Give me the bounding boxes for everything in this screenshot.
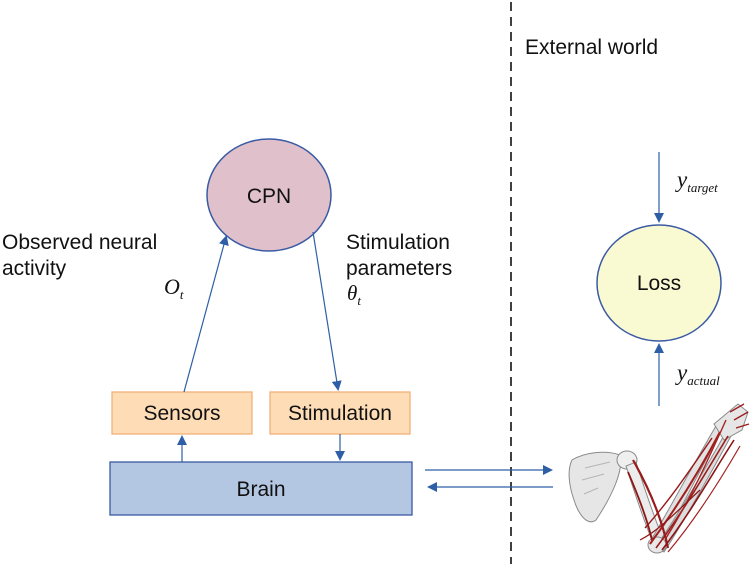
musculoskeletal-arm-icon — [568, 403, 750, 554]
brain-box — [109, 461, 413, 516]
cpn-label: CPN — [247, 185, 291, 208]
stim-params-label-line2: parameters — [346, 257, 452, 280]
stimulation-box — [269, 391, 411, 435]
stimulation-label: Stimulation — [288, 402, 392, 425]
theta-t-symbol: θt — [347, 281, 361, 308]
cpn-node — [206, 138, 332, 252]
observed-activity-label-line1: Observed neural — [2, 231, 157, 254]
loss-node — [596, 224, 722, 342]
sensors-box — [111, 391, 253, 435]
observed-activity-label-line2: activity — [2, 257, 67, 280]
brain-label: Brain — [236, 478, 285, 501]
sensors-to-cpn-arrow — [183, 235, 229, 393]
y-actual-symbol: yactual — [675, 360, 720, 388]
cpn-to-stimulation-arrow — [312, 231, 342, 391]
loss-label: Loss — [637, 272, 681, 295]
external-world-label: External world — [525, 36, 658, 59]
o-t-symbol: Ot — [164, 274, 184, 302]
y-target-symbol: ytarget — [675, 167, 718, 195]
sensors-label: Sensors — [143, 402, 220, 425]
stim-params-label-line1: Stimulation — [346, 231, 450, 254]
